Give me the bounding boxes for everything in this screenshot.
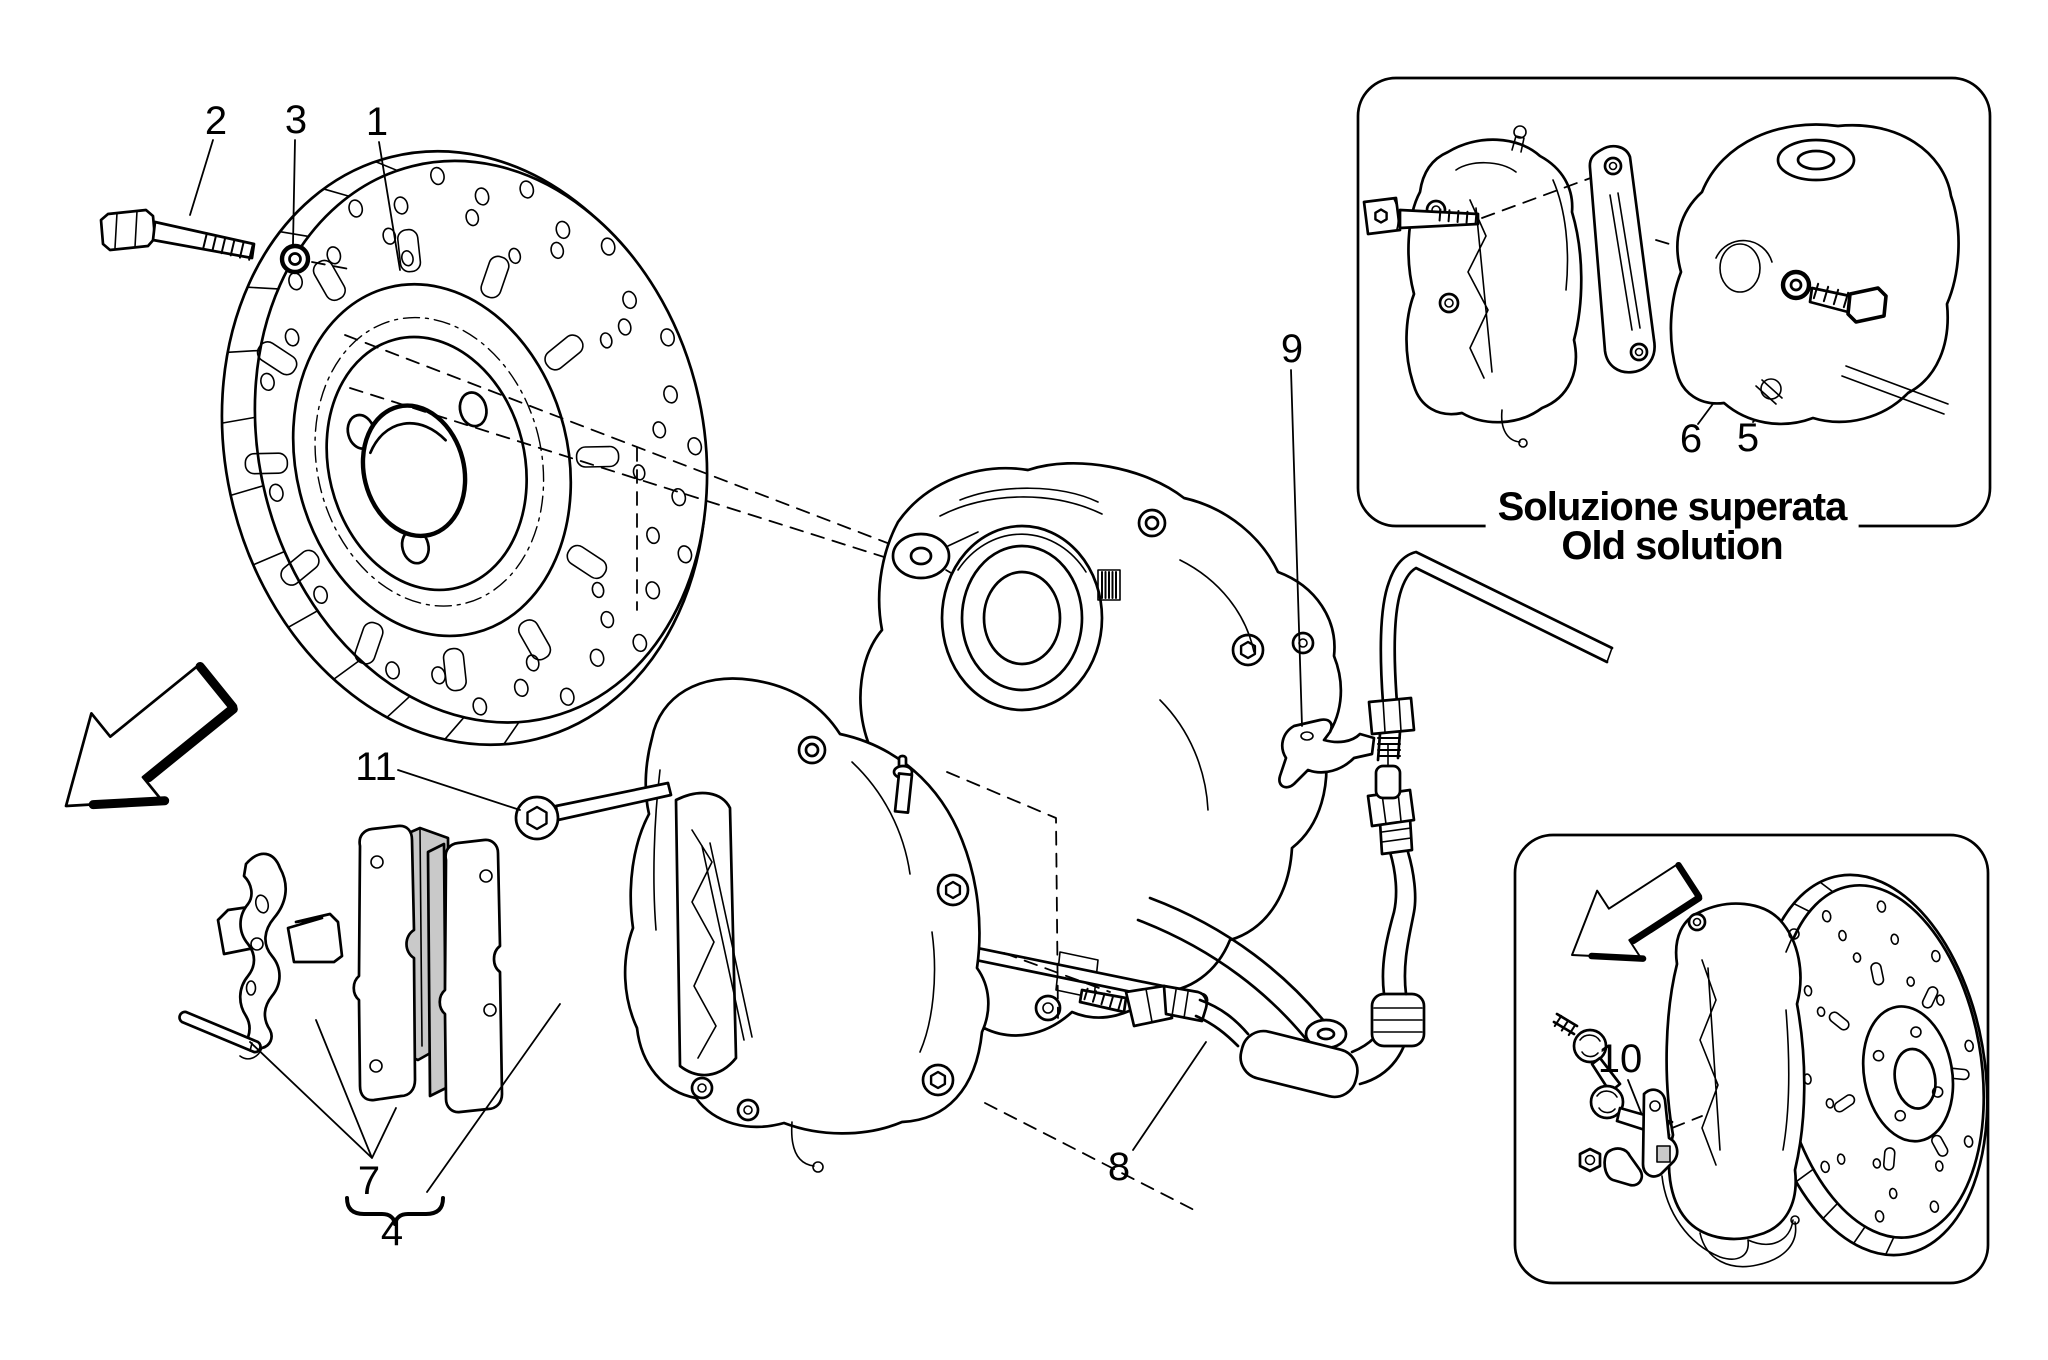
callout-11: 11 xyxy=(355,745,397,789)
callout-8: 8 xyxy=(1107,1145,1131,1189)
old-washer-6 xyxy=(1780,269,1812,301)
pad-retainer-clip xyxy=(216,852,344,1060)
brake-pads xyxy=(352,824,504,1114)
callout-2: 2 xyxy=(204,99,228,143)
old-bolt-5 xyxy=(1808,282,1888,324)
inset-arrow xyxy=(1571,861,1703,962)
brake-caliper xyxy=(623,677,990,1173)
inset-sensor-tab-10 xyxy=(1641,1088,1794,1260)
bolt-threads xyxy=(202,232,254,261)
bolt-ridges xyxy=(1812,282,1850,309)
caption-english: Old solution xyxy=(1561,524,1783,568)
caption-italian: Soluzione superata xyxy=(1497,485,1848,529)
brake-disc xyxy=(220,149,709,747)
group-brace-4 xyxy=(345,1196,445,1226)
direction-arrow xyxy=(64,662,238,810)
callout-9: 9 xyxy=(1280,327,1304,371)
disc-drilled-holes xyxy=(260,166,703,716)
hose-bracket-9 xyxy=(1278,718,1376,789)
callout-4: 4 xyxy=(380,1210,404,1254)
callout-10: 10 xyxy=(1597,1037,1643,1081)
brake-pipe xyxy=(1367,550,1614,762)
inset-new-dash xyxy=(1671,1115,1703,1129)
old-caliper-left xyxy=(1405,125,1583,448)
callout-6: 6 xyxy=(1679,417,1703,461)
inset-lug-holes xyxy=(1872,1026,1944,1122)
old-socket-bolt xyxy=(1362,196,1480,236)
inset-bolt-hex xyxy=(1374,208,1478,225)
knurl-hatch xyxy=(1101,571,1117,599)
link-threads xyxy=(1553,1014,1577,1037)
hose-threads xyxy=(1083,987,1123,1011)
disc-vane-slots xyxy=(244,228,620,692)
washer-3 xyxy=(279,243,311,275)
disc-bolt-2 xyxy=(99,208,256,261)
alignment-dashes-caliper xyxy=(946,771,1201,1214)
inset-caliper xyxy=(1665,902,1806,1268)
inset-old-solution xyxy=(1356,76,1992,528)
old-solution-caption: Soluzione superata Old solution xyxy=(1485,485,1859,568)
caliper-bolt-11 xyxy=(514,781,673,841)
callout-5: 5 xyxy=(1736,416,1760,460)
callout-7: 7 xyxy=(357,1159,381,1203)
callout-3: 3 xyxy=(284,98,308,142)
callout-1: 1 xyxy=(365,100,389,144)
old-caliper-right xyxy=(1669,123,1960,426)
bolt-hex-socket xyxy=(526,805,548,831)
pipe-threads xyxy=(1377,737,1401,757)
inset-disc xyxy=(1755,873,1989,1257)
inset-new-solution xyxy=(1513,833,1990,1285)
alignment-dashes-disc xyxy=(311,261,904,611)
inset-disc-vanes xyxy=(1828,962,1970,1171)
old-caliper-spacer xyxy=(1588,144,1656,374)
inset-new-border xyxy=(1513,833,1990,1285)
disc-rim-vane-ticks xyxy=(221,160,520,746)
brake-hose-8 xyxy=(1078,743,1426,1099)
